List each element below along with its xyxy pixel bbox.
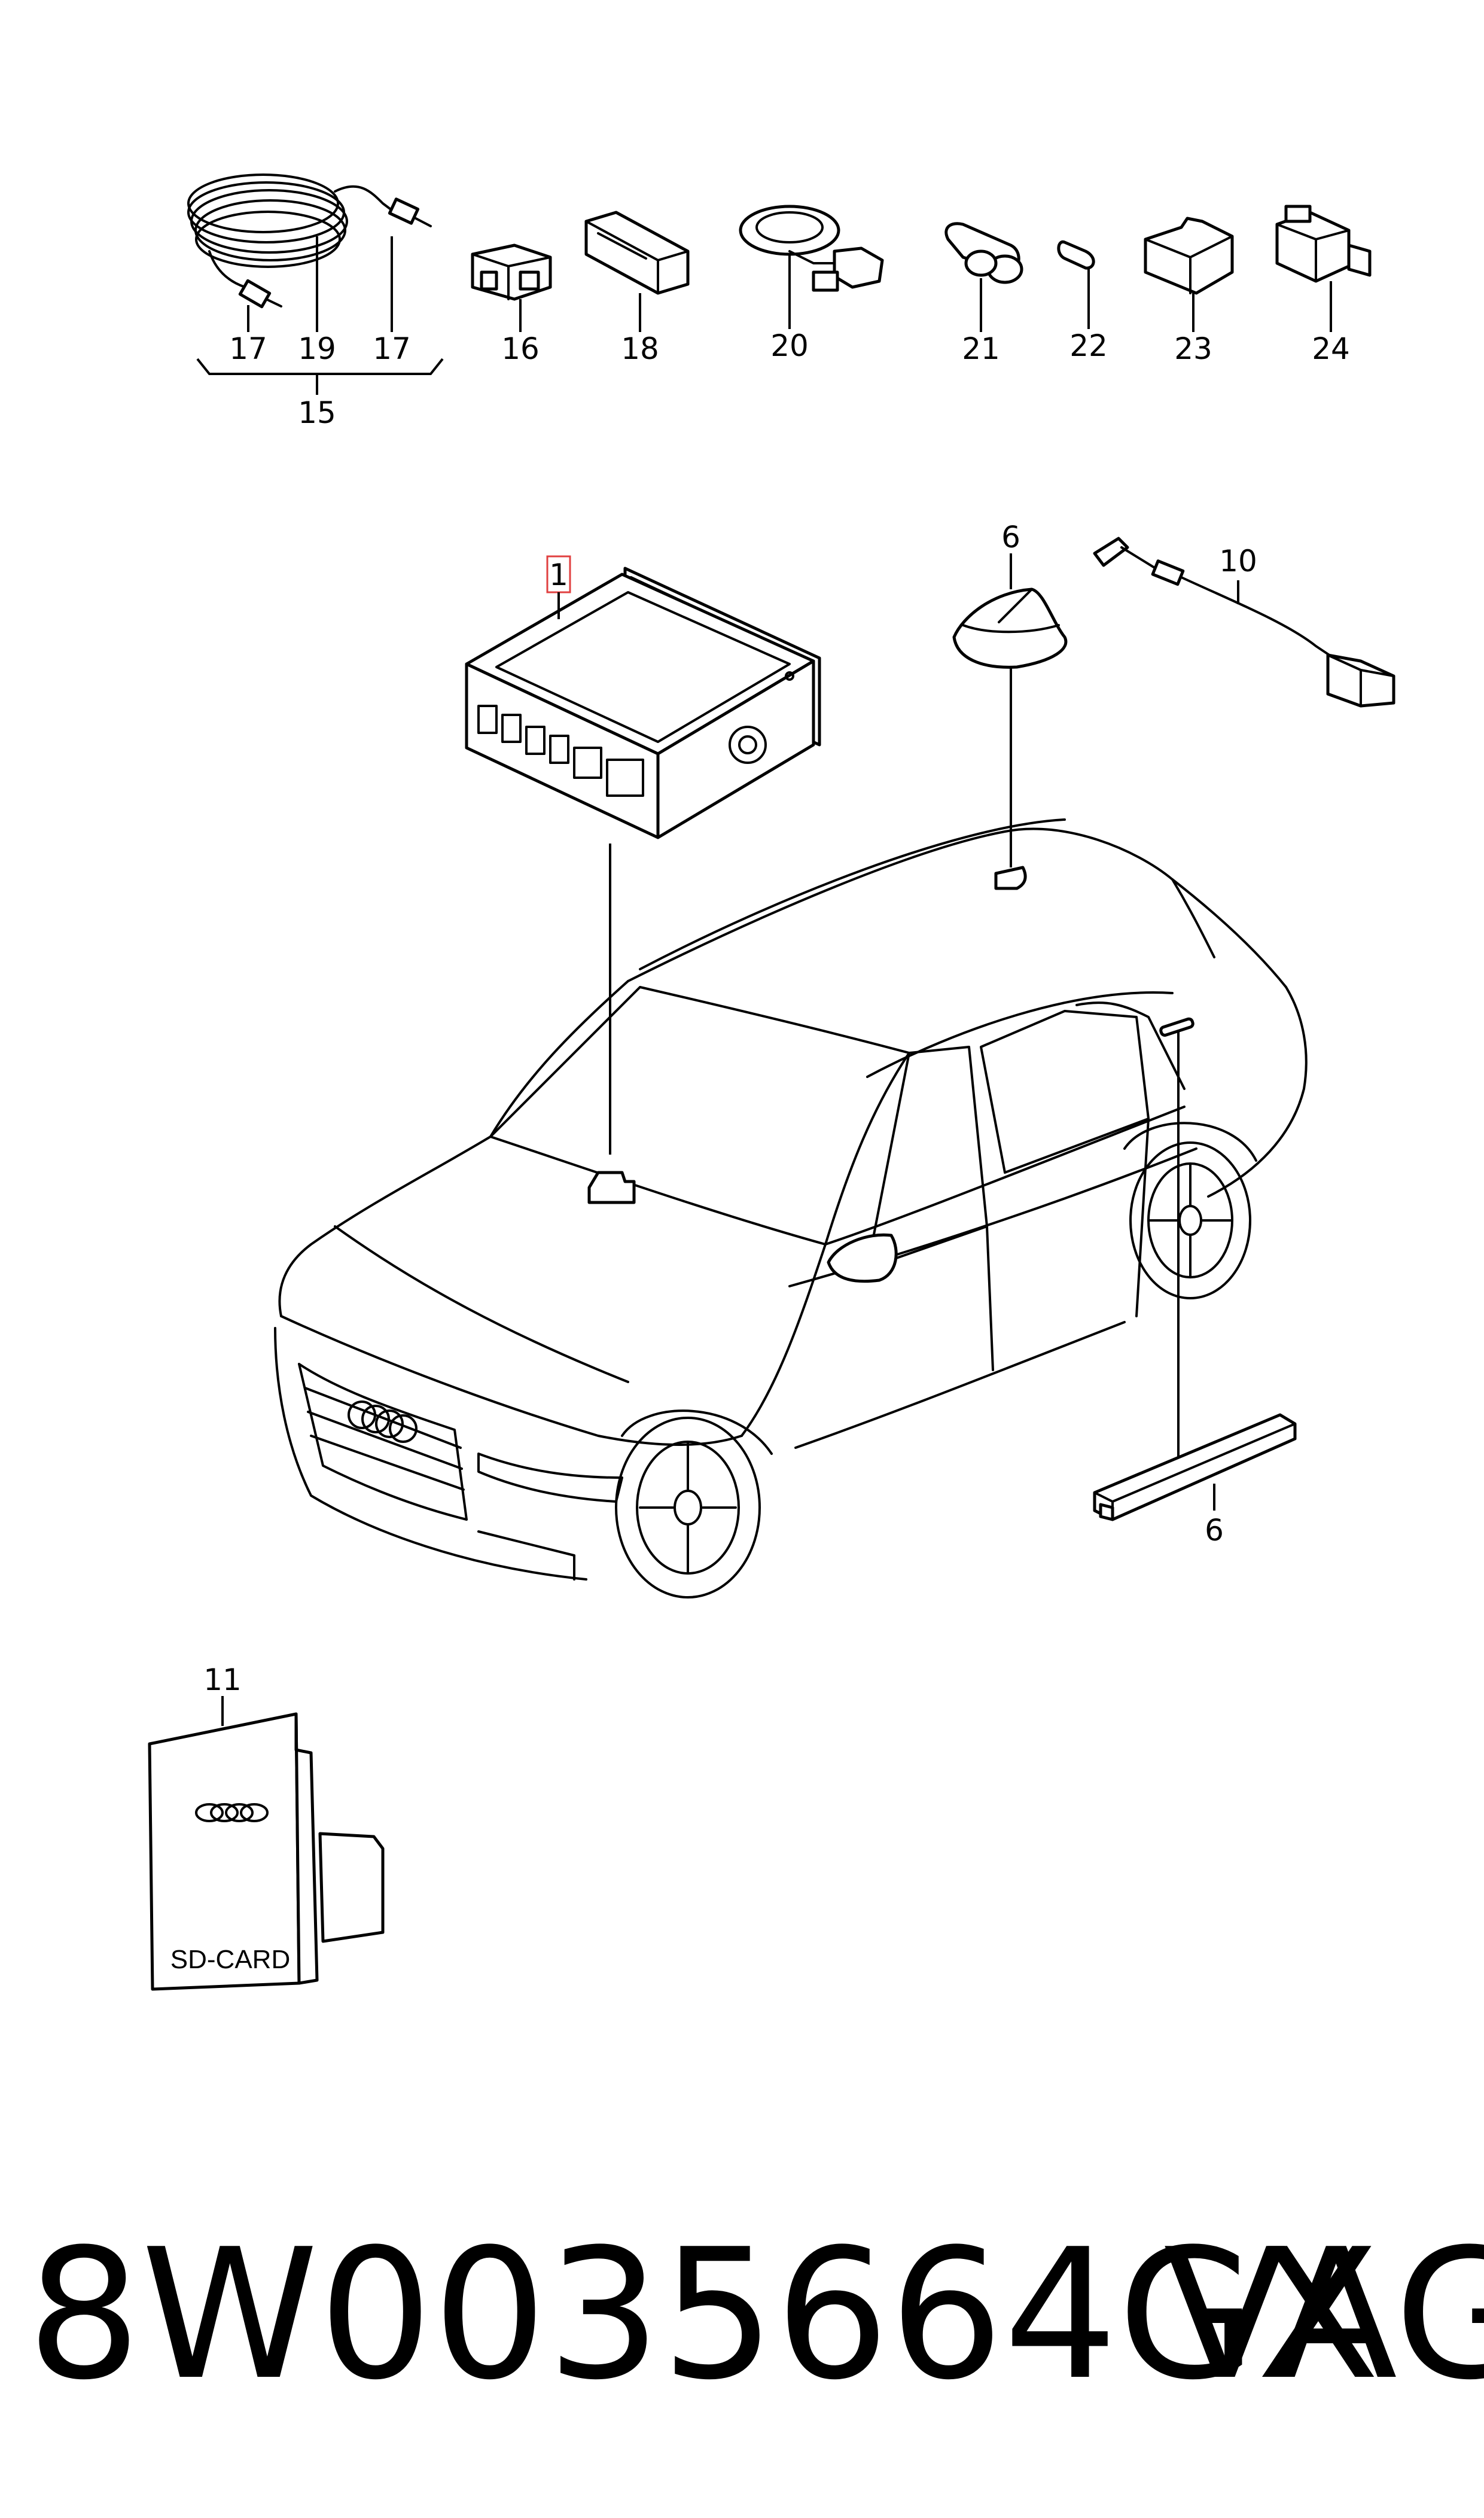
label-18: 18 (621, 331, 659, 366)
label-1: 1 (549, 558, 568, 592)
label-6a: 6 (1001, 520, 1020, 555)
clip-21-part (944, 222, 1023, 332)
label-22: 22 (1069, 328, 1108, 363)
sd-card-label: SD-CARD (170, 1945, 290, 1974)
coiled-cable-part (187, 173, 444, 395)
radio-unit-1-part (465, 567, 821, 1155)
module-18-part (584, 211, 690, 332)
sd-card-booklet-11-part (148, 1696, 385, 1991)
shark-fin-antenna-6-part (952, 553, 1068, 867)
pin-22-part (1057, 240, 1095, 329)
label-17b: 17 (373, 331, 411, 366)
antenna-amplifier-6-part (1093, 1413, 1297, 1521)
label-19: 19 (298, 331, 336, 366)
car-outline (274, 818, 1308, 1599)
cap-23-part (1144, 217, 1234, 332)
label-23: 23 (1174, 331, 1212, 366)
brand-name: VAG (1163, 2211, 1484, 2419)
label-21: 21 (962, 331, 1000, 366)
label-20: 20 (770, 328, 809, 363)
label-11: 11 (203, 1663, 242, 1697)
part-number: 8W0035664GX (27, 2211, 1380, 2419)
plug-24-part (1275, 205, 1372, 332)
label-17a: 17 (229, 331, 267, 366)
antenna-cable-10-part (1093, 537, 1395, 708)
label-6b: 6 (1205, 1513, 1224, 1548)
label-15: 15 (298, 395, 336, 430)
label-24: 24 (1312, 331, 1350, 366)
ring-antenna-20-part (739, 205, 884, 329)
label-16: 16 (501, 331, 540, 366)
label-10: 10 (1219, 544, 1257, 578)
connector-16-part (471, 243, 552, 332)
